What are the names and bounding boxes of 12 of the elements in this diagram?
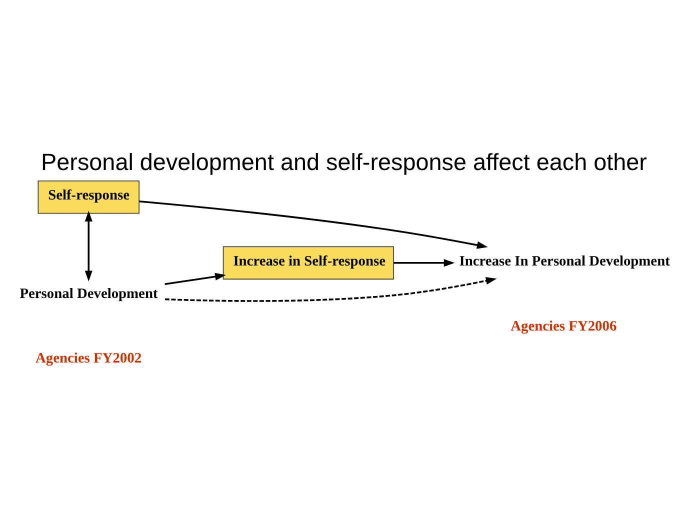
arrow [84,210,92,282]
node-box: Increase in Self-response [222,246,394,280]
label: Agencies FY2006 [510,318,617,334]
arrow [164,276,497,302]
node-box: Self-response [38,180,140,214]
node-text: Increase In Personal Development [459,252,670,269]
node-text: Personal Development [20,285,158,302]
diagram-title: Personal development and self-response affect each other [41,148,647,174]
arrow [164,272,226,285]
arrow [394,258,455,266]
arrow [139,200,488,248]
label: Agencies FY2002 [35,350,142,366]
